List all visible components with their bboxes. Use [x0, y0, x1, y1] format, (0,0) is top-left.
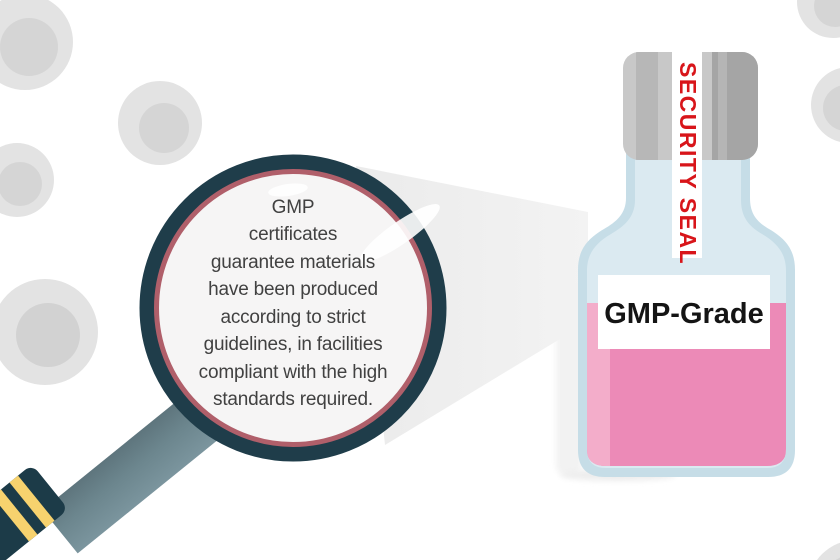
lens-inner-ring: [154, 169, 432, 447]
magnifier-text-line: guidelines, in facilities: [204, 334, 383, 355]
cap-stripe: [636, 52, 658, 160]
magnifier-text-line: certificates: [249, 224, 337, 245]
background-cell: [817, 542, 840, 560]
background-cell: [0, 143, 54, 217]
background-cell: [118, 81, 202, 165]
background-cell: [797, 0, 840, 38]
security-seal-text: SECURITY SEAL: [675, 62, 701, 265]
magnifier-text-line: standards required.: [213, 389, 373, 410]
magnifier-text-line: according to strict: [220, 307, 366, 328]
magnifier-handle-shaft: [42, 396, 218, 554]
handle-stripe: [0, 489, 38, 542]
background-cell: [0, 0, 73, 90]
security-seal-strip: [672, 50, 702, 258]
magnifier-text-line: guarantee materials: [211, 252, 375, 273]
lens-highlight: [268, 183, 308, 197]
vial-label-text: GMP-Grade: [604, 298, 764, 330]
background-cell: [811, 68, 840, 142]
magnifier-handle-grip: [0, 467, 65, 560]
magnifier-text-line: compliant with the high: [199, 362, 388, 383]
background-cell: [0, 279, 98, 385]
magnifier-text-line: GMP: [272, 197, 315, 218]
magnifier-text-line: have been produced: [208, 279, 378, 300]
vial-side-shadow: [556, 285, 582, 475]
handle-stripe: [9, 475, 55, 528]
lens-highlight: [360, 204, 440, 262]
magnifier-lens: GMP certificates guarantee materials hav…: [139, 154, 447, 462]
cap-stripe: [718, 52, 727, 160]
magnifier-text: GMP certificates guarantee materials hav…: [199, 197, 388, 410]
vial-label: [598, 275, 770, 349]
vial: GMP-Grade SECURITY SEAL: [578, 50, 795, 477]
lens-outer-ring: [139, 154, 447, 462]
